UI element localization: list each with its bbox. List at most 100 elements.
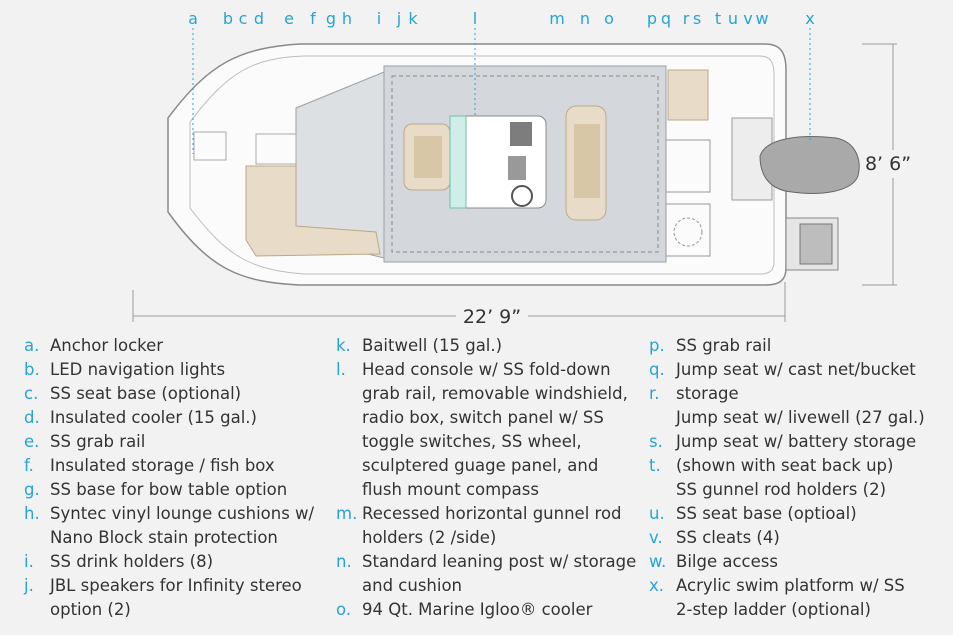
legend-text: SS cleats (4) xyxy=(676,528,780,547)
outboard-motor xyxy=(759,136,860,194)
legend-letter: m. xyxy=(336,504,358,523)
legend-item: q.Jump seat w/ cast net/bucket xyxy=(649,358,925,382)
legend-item: n. Standard leaning post w/ storage and c… xyxy=(336,550,636,598)
legend-column-2: k.Baitwell (15 gal.) l. Head console w/ SS… xyxy=(336,334,636,622)
callout-i: i xyxy=(377,9,381,28)
legend-text: Recessed horizontal gunnel rod holders (… xyxy=(362,504,622,547)
legend-item: j.JBL speakers for Infinity stereo optio… xyxy=(24,574,314,622)
legend-text: SS grab rail xyxy=(676,336,772,355)
legend-text: Insulated cooler (15 gal.) xyxy=(50,408,257,427)
legend-letter: h. xyxy=(24,504,40,523)
legend-text: SS drink holders (8) xyxy=(50,552,214,571)
legend-letter: d. xyxy=(24,408,40,427)
legend-text: SS seat base (optioal) xyxy=(676,504,857,523)
legend-item: u.SS seat base (optioal) xyxy=(649,502,925,526)
callout-p: p xyxy=(647,9,657,28)
swim-ladder xyxy=(799,223,833,265)
callout-u: u xyxy=(728,9,738,28)
legend-letter: w. xyxy=(649,552,667,571)
callout-a: a xyxy=(188,9,198,28)
legend-text: Standard leaning post w/ storage and cus… xyxy=(362,552,637,595)
callout-m: m xyxy=(549,9,565,28)
legend-letter: f. xyxy=(24,456,34,475)
legend-item: v. SS cleats (4) xyxy=(649,526,925,550)
legend-text: Insulated storage / fish box xyxy=(50,456,275,475)
deck-dashed-zone xyxy=(391,75,659,253)
length-dimension-label: 22’ 9” xyxy=(463,306,521,328)
legend-text: Jump seat w/ battery storage xyxy=(676,432,917,451)
callout-l: l xyxy=(473,9,477,28)
legend-item: l. Head console w/ SS fold-down grab rail… xyxy=(336,358,636,502)
legend-letter: q. xyxy=(649,360,665,379)
legend-letter: l. xyxy=(336,360,346,379)
legend-item: r.storage Jump seat w/ livewell (27 gal.… xyxy=(649,382,925,430)
windshield xyxy=(449,115,467,209)
legend-letter: e. xyxy=(24,432,40,451)
callout-x: x xyxy=(805,9,814,28)
legend-item: o.94 Qt. Marine Igloo® cooler xyxy=(336,598,636,622)
bow-locker xyxy=(193,131,227,161)
legend-letter: a. xyxy=(24,336,40,355)
legend-letter: r. xyxy=(649,384,660,403)
legend-letter: n. xyxy=(336,552,352,571)
legend-item: i. SS drink holders (8) xyxy=(24,550,314,574)
legend-letter: o. xyxy=(336,600,352,619)
legend-letter: i. xyxy=(24,552,34,571)
legend-item: k.Baitwell (15 gal.) xyxy=(336,334,636,358)
callout-labels: a b c d e f g h i j k l m n o p q r s t … xyxy=(188,9,815,28)
callout-g: g xyxy=(326,9,336,28)
callout-j: j xyxy=(396,9,401,28)
legend-text: SS seat base (optional) xyxy=(50,384,242,403)
legend-letter: v. xyxy=(649,528,663,547)
steering-wheel xyxy=(511,185,533,207)
switch-panel xyxy=(510,122,532,146)
callout-t: t xyxy=(715,9,721,28)
legend-item: s. Jump seat w/ battery storage xyxy=(649,430,925,454)
callout-h: h xyxy=(342,9,352,28)
callout-w: w xyxy=(755,9,768,28)
legend-text: Bilge access xyxy=(676,552,778,571)
legend-item: c. SS seat base (optional) xyxy=(24,382,314,406)
legend-text: Head console w/ SS fold-down grab rail, … xyxy=(362,360,628,499)
legend-item: t.(shown with seat back up) SS gunnel ro… xyxy=(649,454,925,502)
callout-f: f xyxy=(310,9,316,28)
legend-column-3: p. SS grab rail q.Jump seat w/ cast net/bu… xyxy=(649,334,925,622)
legend-letter: c. xyxy=(24,384,39,403)
legend-text: SS grab rail xyxy=(50,432,146,451)
legend-item: m.Recessed horizontal gunnel rod holders… xyxy=(336,502,636,550)
legend-item: a.Anchor locker xyxy=(24,334,314,358)
boat-deck-diagram: 22’ 9” 8’ 6” a b c d e f g h i j k l m n… xyxy=(132,9,920,328)
callout-q: q xyxy=(661,9,671,28)
beam-dimension-label: 8’ 6” xyxy=(865,153,911,175)
legend-letter: p. xyxy=(649,336,665,355)
legend-text: Syntec vinyl lounge cushions w/ Nano Blo… xyxy=(50,504,315,547)
stern-seat-box-2 xyxy=(665,203,711,257)
console-seat-pad xyxy=(414,136,442,178)
legend-text: SS base for bow table option xyxy=(50,480,288,499)
callout-n: n xyxy=(580,9,590,28)
beam-label-bg xyxy=(864,150,920,178)
stern-seat-box-1 xyxy=(665,139,711,193)
legend-letter: s. xyxy=(649,432,663,451)
legend-letter: x. xyxy=(649,576,665,595)
lounge-cushions xyxy=(245,165,381,257)
legend-letter: g. xyxy=(24,480,40,499)
callout-k: k xyxy=(408,9,418,28)
bow-hatch xyxy=(255,133,297,165)
legend-text: Acrylic swim platform w/ SS 2-step ladde… xyxy=(676,576,905,619)
legend-item: e. SS grab rail xyxy=(24,430,314,454)
legend-item: g. SS base for bow table option xyxy=(24,478,314,502)
legend-text: Baitwell (15 gal.) xyxy=(362,336,503,355)
livewell xyxy=(673,217,703,247)
legend-text: (shown with seat back up) SS gunnel rod … xyxy=(676,456,894,499)
callout-e: e xyxy=(284,9,294,28)
legend-text: JBL speakers for Infinity stereo option … xyxy=(50,576,302,619)
callout-r: r xyxy=(683,9,690,28)
legend-item: f. Insulated storage / fish box xyxy=(24,454,314,478)
igloo-cooler xyxy=(574,124,600,198)
legend-item: d. Insulated cooler (15 gal.) xyxy=(24,406,314,430)
length-label-bg xyxy=(456,302,528,328)
callout-c: c xyxy=(239,9,248,28)
